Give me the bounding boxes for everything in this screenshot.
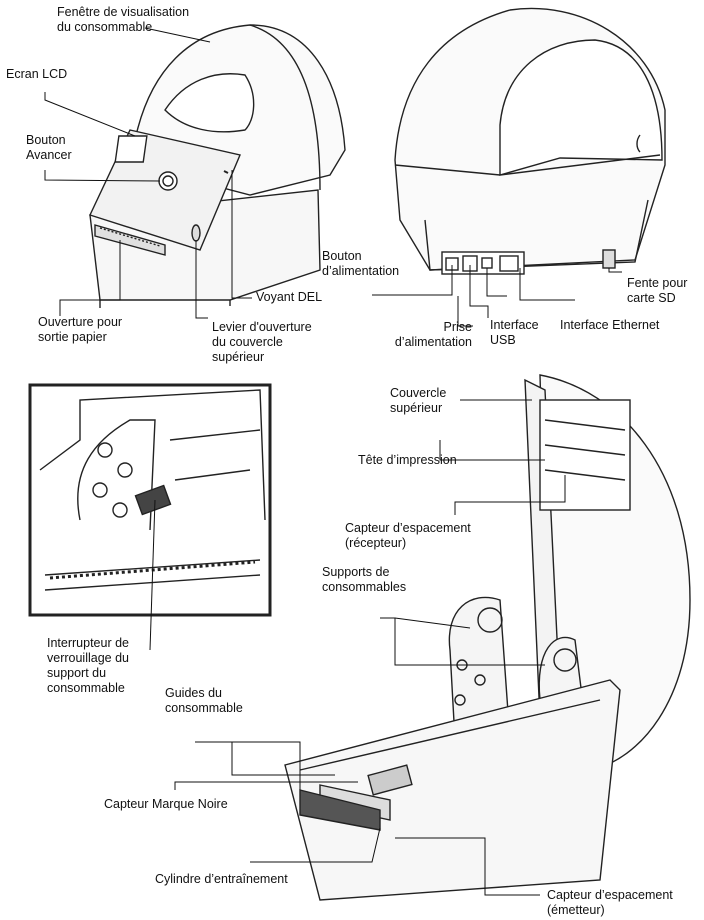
label-guides-consommable: Guides du consommable [165, 686, 243, 716]
label-ecran-lcd: Ecran LCD [6, 67, 68, 81]
label-line: Couvercle [390, 386, 447, 400]
label-line: consommable [165, 701, 243, 715]
label-line: USB [490, 333, 516, 347]
printer-open-view [284, 374, 691, 901]
label-capteur-marque-noire: Capteur Marque Noire [104, 797, 228, 811]
label-cylindre-entrainement: Cylindre d’entraînement [155, 872, 288, 886]
label-line: supérieur [390, 401, 443, 415]
label-bouton-avancer: Bouton Avancer [26, 133, 72, 163]
label-fente-carte-sd: Fente pour carte SD [627, 276, 687, 306]
label-bouton-alimentation: Bouton d’alimentation [322, 249, 399, 279]
label-tete-impression: Tête d’impression [358, 453, 457, 467]
label-line: Ouverture pour [38, 315, 123, 329]
label-interface-ethernet: Interface Ethernet [560, 318, 660, 332]
label-line: Capteur d’espacement [345, 521, 471, 535]
label-line: Fente pour [627, 276, 688, 290]
label-line: sortie papier [38, 330, 107, 344]
label-fenetre-visualisation: Fenêtre de visualisation du consommable [57, 5, 189, 35]
label-line: Prise [443, 320, 472, 334]
label-line: consommables [322, 580, 407, 594]
label-line: Avancer [26, 148, 72, 162]
label-line: Capteur d’espacement [547, 888, 673, 902]
inset-detail-view [28, 383, 272, 617]
label-ouverture-sortie-papier: Ouverture pour sortie papier [38, 315, 122, 345]
label-interrupteur-verrouillage: Interrupteur de verrouillage du support … [47, 636, 129, 696]
label-line: Guides du [165, 686, 222, 700]
label-line: carte SD [627, 291, 676, 305]
label-line: Bouton [26, 133, 66, 147]
label-line: du couvercle [212, 335, 283, 349]
printer-front-view [89, 24, 346, 308]
label-capteur-espacement-emetteur: Capteur d’espacement (émetteur) [547, 888, 673, 918]
label-line: d’alimentation [394, 335, 472, 349]
label-levier-ouverture: Levier d'ouverture du couvercle supérieu… [212, 320, 312, 365]
label-prise-alimentation: Prise d’alimentation [360, 320, 472, 350]
label-supports-consommables: Supports de consommables [322, 565, 406, 595]
label-line: supérieur [212, 350, 265, 364]
label-line: (récepteur) [345, 536, 407, 550]
label-voyant-del: Voyant DEL [256, 290, 323, 304]
label-line: Supports de [322, 565, 390, 579]
label-line: Levier d'ouverture [212, 320, 312, 334]
label-couvercle-superieur: Couvercle supérieur [390, 386, 446, 416]
label-line: du consommable [57, 20, 153, 34]
printer-rear-view [394, 7, 666, 275]
label-line: Interrupteur de [47, 636, 129, 650]
leader-lines [44, 27, 622, 896]
label-line: d’alimentation [322, 264, 400, 278]
label-line: Fenêtre de visualisation [57, 5, 190, 19]
label-line: Bouton [322, 249, 362, 263]
label-line: Interface [490, 318, 539, 332]
label-line: support du [47, 666, 107, 680]
label-line: verrouillage du [47, 651, 129, 665]
label-interface-usb: Interface USB [490, 318, 539, 348]
label-capteur-espacement-recepteur: Capteur d’espacement (récepteur) [345, 521, 471, 551]
label-line: consommable [47, 681, 125, 695]
label-line: (émetteur) [547, 903, 605, 917]
